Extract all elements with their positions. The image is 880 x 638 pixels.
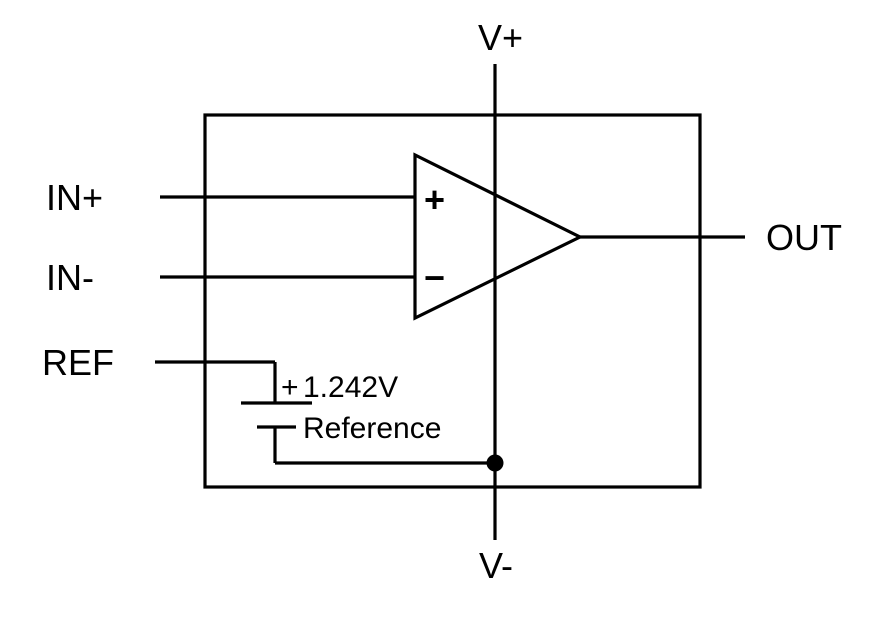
pin-label-vplus: V+	[478, 17, 523, 58]
opamp-plus-sign: +	[424, 179, 445, 220]
pin-label-ref: REF	[42, 342, 114, 383]
pin-label-inplus: IN+	[46, 177, 103, 218]
junction-dot	[486, 454, 504, 472]
opamp-triangle	[413, 152, 584, 321]
reference-voltage-label: 1.242V	[303, 371, 398, 404]
reference-polarity-sign: +	[281, 371, 299, 404]
ic-outline	[203, 113, 702, 489]
reference-name-label: Reference	[303, 412, 441, 445]
pin-label-inminus: IN-	[46, 257, 94, 298]
opamp-minus-sign: −	[424, 257, 445, 298]
pin-label-vminus: V-	[479, 545, 513, 586]
pin-label-out: OUT	[766, 217, 842, 258]
